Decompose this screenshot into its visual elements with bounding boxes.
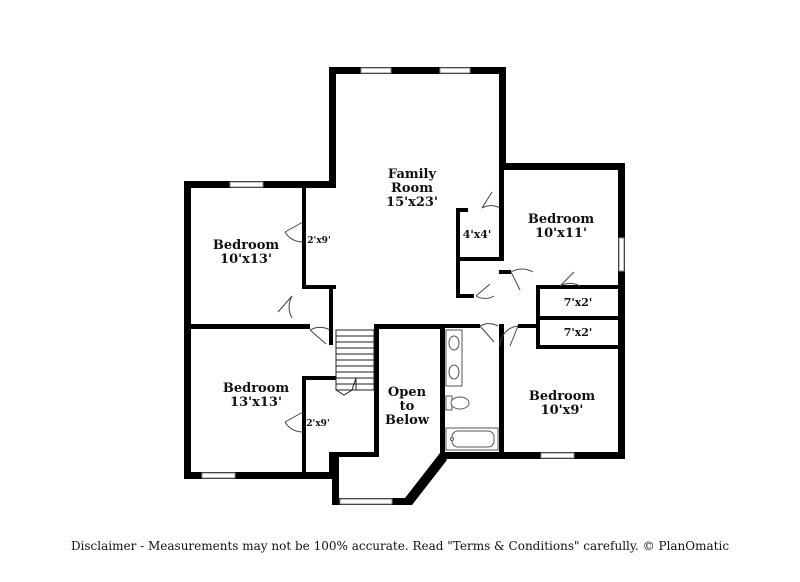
closet-lower-left-size: 2'x9' <box>306 419 329 429</box>
window-family-right <box>439 67 471 74</box>
sink-upper <box>448 335 460 351</box>
open-to-below-line-3: Below <box>385 413 430 428</box>
doors <box>277 191 581 433</box>
open-to-below-line-2: to <box>400 399 415 414</box>
open-to-below-line-1: Open <box>388 385 427 400</box>
window-bedroom-upper-right <box>618 237 625 272</box>
closet-right-lower-size: 7'x2' <box>564 326 593 339</box>
bathtub-inner <box>451 430 495 448</box>
window-open-bay <box>339 498 393 505</box>
window-bedroom-lower-left <box>201 472 236 479</box>
windows <box>201 67 625 505</box>
room-labels: Family Room 15'x23' Bedroom 10'x13' Bedr… <box>213 167 596 429</box>
family-room-label-1: Family <box>388 167 437 182</box>
closet-right-upper-size: 7'x2' <box>564 296 593 309</box>
toilet-bowl <box>450 396 470 410</box>
family-room-size: 15'x23' <box>386 195 438 210</box>
bedroom-upper-left-size: 10'x13' <box>220 252 272 267</box>
bedroom-upper-right-size: 10'x11' <box>535 226 587 241</box>
closet-upper-left-size: 2'x9' <box>307 236 330 246</box>
window-family-left <box>360 67 392 74</box>
window-bedroom-upper-left <box>229 181 264 188</box>
staircase <box>335 329 375 396</box>
bedroom-lower-right-label: Bedroom <box>529 389 596 404</box>
window-bedroom-lower-right <box>540 452 575 459</box>
bedroom-lower-left-label: Bedroom <box>223 381 290 396</box>
sink-lower <box>448 364 460 380</box>
bedroom-lower-right-size: 10'x9' <box>541 403 584 418</box>
closet-center-size: 4'x4' <box>463 228 492 241</box>
disclaimer-text: Disclaimer - Measurements may not be 100… <box>70 539 730 553</box>
bedroom-lower-left-size: 13'x13' <box>230 395 282 410</box>
interior-walls <box>184 169 625 476</box>
bathroom-fixtures <box>445 329 499 451</box>
family-room-label-2: Room <box>391 181 433 196</box>
bedroom-upper-right-label: Bedroom <box>528 212 595 227</box>
bedroom-upper-left-label: Bedroom <box>213 238 280 253</box>
